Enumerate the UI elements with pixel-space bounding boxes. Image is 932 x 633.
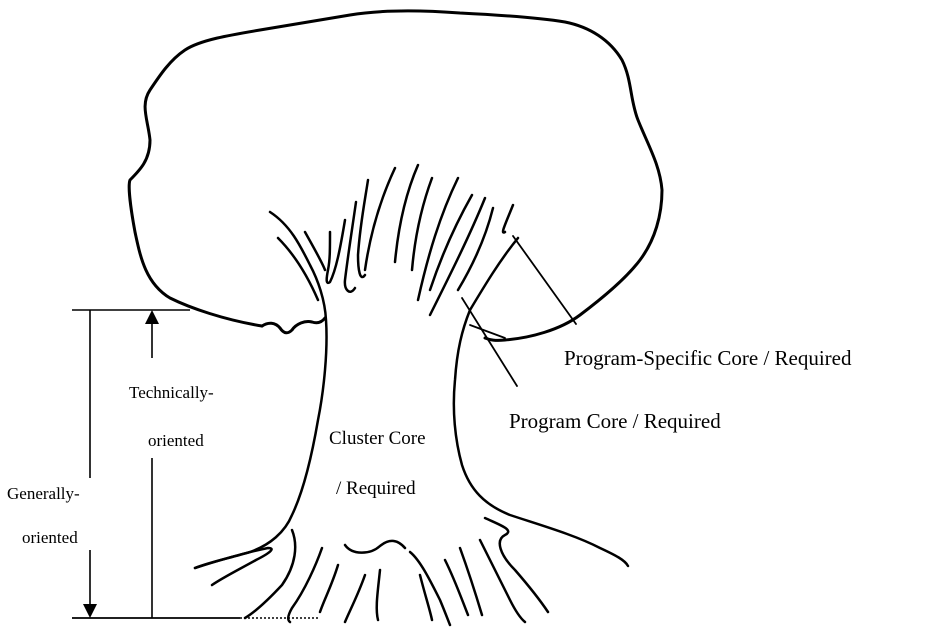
label-cluster-core-1: Cluster Core bbox=[329, 428, 426, 449]
pointer-program-core bbox=[462, 298, 517, 386]
canopy-left-curl bbox=[262, 318, 325, 333]
branch-8 bbox=[418, 178, 458, 300]
branch-5 bbox=[365, 168, 395, 270]
technically-arrowhead bbox=[145, 310, 159, 324]
label-program-core: Program Core / Required bbox=[509, 409, 721, 433]
tree-canopy bbox=[129, 11, 662, 340]
root-11 bbox=[485, 518, 548, 612]
root-4 bbox=[345, 541, 405, 553]
branch-12 bbox=[503, 205, 513, 233]
generally-arrowhead bbox=[83, 604, 97, 618]
root-5 bbox=[320, 565, 338, 612]
label-cluster-core-2: / Required bbox=[336, 478, 416, 499]
label-generally-1: Generally- bbox=[7, 484, 80, 503]
pointer-program-core-tick bbox=[470, 325, 505, 338]
root-7 bbox=[377, 570, 380, 620]
root-6 bbox=[345, 575, 365, 622]
label-program-specific: Program-Specific Core / Required bbox=[564, 346, 852, 370]
root-1 bbox=[195, 548, 272, 585]
label-technically-2: oriented bbox=[148, 431, 204, 450]
branch-2 bbox=[327, 220, 345, 283]
label-technically-1: Technically- bbox=[129, 383, 214, 402]
root-10 bbox=[445, 560, 468, 615]
trunk-left-edge bbox=[195, 212, 327, 568]
branch-13 bbox=[470, 238, 518, 310]
label-generally-2: oriented bbox=[22, 528, 78, 547]
branch-3 bbox=[345, 202, 356, 292]
pointer-program-specific bbox=[513, 236, 576, 324]
branch-1 bbox=[305, 232, 325, 270]
